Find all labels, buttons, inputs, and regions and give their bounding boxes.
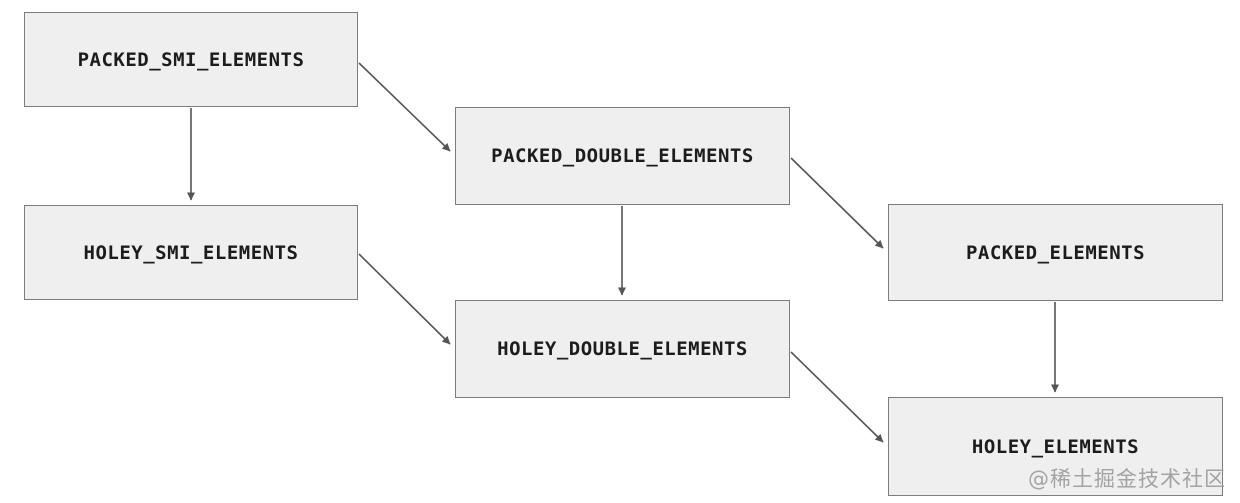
- edge-packed-smi-to-packed-double: [358, 62, 451, 152]
- edge-packed-double-to-packed: [790, 157, 884, 249]
- node-label: HOLEY_DOUBLE_ELEMENTS: [497, 338, 748, 360]
- node-holey-elements: HOLEY_ELEMENTS: [888, 397, 1223, 496]
- edge-holey-double-to-holey: [790, 351, 884, 443]
- node-label: PACKED_ELEMENTS: [965, 241, 1146, 264]
- node-label: PACKED_SMI_ELEMENTS: [77, 48, 305, 71]
- node-holey-smi-elements: HOLEY_SMI_ELEMENTS: [24, 205, 358, 300]
- node-label: HOLEY_SMI_ELEMENTS: [83, 241, 299, 264]
- node-label: HOLEY_ELEMENTS: [971, 435, 1140, 458]
- node-packed-smi-elements: PACKED_SMI_ELEMENTS: [24, 12, 358, 107]
- node-packed-double-elements: PACKED_DOUBLE_ELEMENTS: [455, 107, 790, 205]
- node-packed-elements: PACKED_ELEMENTS: [888, 204, 1223, 301]
- node-label: PACKED_DOUBLE_ELEMENTS: [491, 145, 754, 167]
- edge-holey-smi-to-holey-double: [358, 253, 451, 345]
- node-holey-double-elements: HOLEY_DOUBLE_ELEMENTS: [455, 300, 790, 398]
